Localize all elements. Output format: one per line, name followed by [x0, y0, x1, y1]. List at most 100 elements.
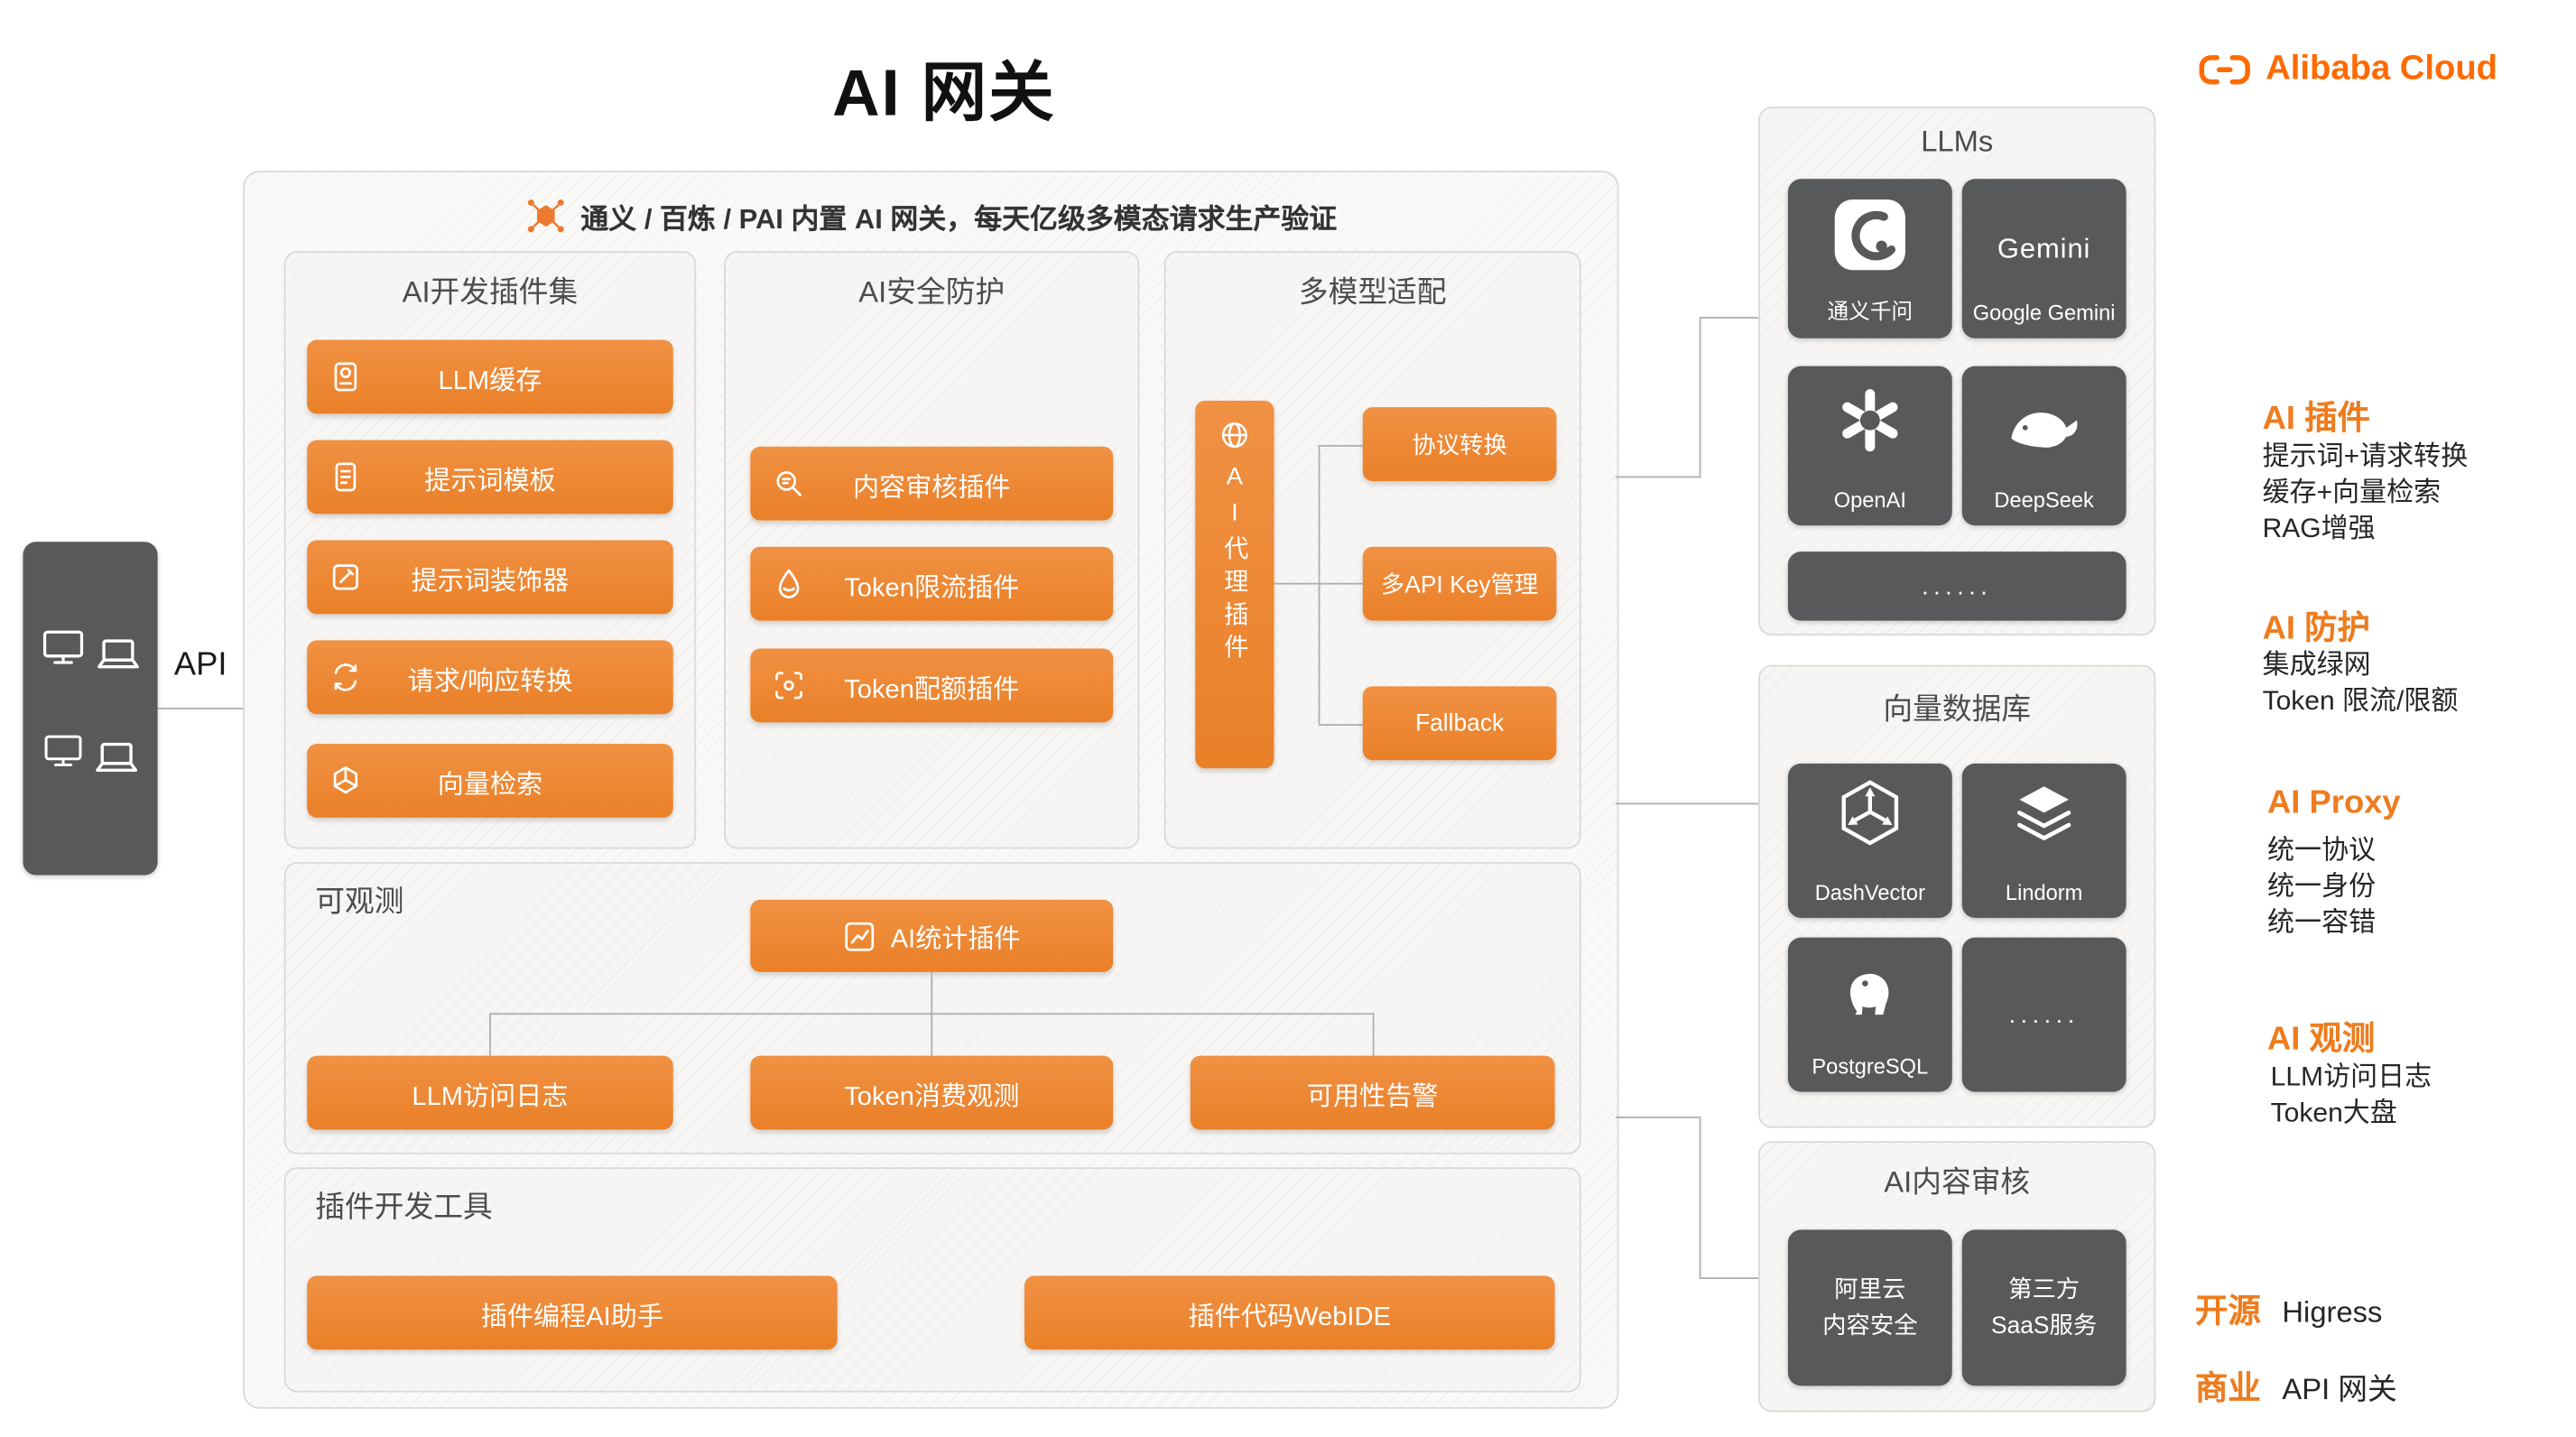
llms-title: LLMs — [1921, 125, 1994, 158]
legend-lines-plugins: 提示词+请求转换 缓存+向量检索 RAG增强 — [2263, 439, 2469, 547]
panel-security-title: AI安全防护 — [858, 275, 1005, 309]
lindorm-icon — [2017, 786, 2071, 840]
footer-label: 开源 — [2195, 1293, 2261, 1330]
gateway-header-text: 通义 / 百炼 / PAI 内置 AI 网关，每天亿级多模态请求生产验证 — [580, 203, 1338, 236]
tile-line: 第三方 — [2008, 1276, 2080, 1303]
llm-tile-gemini: Gemini Google Gemini — [1961, 179, 2127, 338]
btn-label: 内容审核插件 — [852, 473, 1011, 502]
legend-footer-commercial: 商业 API 网关 — [2195, 1361, 2397, 1409]
tile-line: 阿里云 — [1834, 1276, 1906, 1303]
db-tile-dashvector: DashVector — [1787, 763, 1952, 918]
btn-token-consumption: Token消费观测 — [750, 1055, 1114, 1130]
btn-label: Fallback — [1414, 709, 1505, 737]
legend-line: RAG增强 — [2262, 514, 2376, 544]
page-title: AI 网关 — [832, 57, 1056, 130]
proxy-label: AI代理插件 — [1220, 462, 1249, 667]
btn-fallback: Fallback — [1362, 686, 1557, 761]
btn-label: LLM缓存 — [438, 366, 542, 395]
llm-tile-tongyi: 通义千问 — [1787, 179, 1952, 338]
legend-title-plugins: AI 插件 — [2262, 400, 2370, 437]
connector — [1318, 444, 1363, 447]
gateway-header: 通义 / 百炼 / PAI 内置 AI 网关，每天亿级多模态请求生产验证 — [245, 195, 1617, 236]
btn-plugin-ai-assistant: 插件编程AI助手 — [307, 1275, 838, 1350]
btn-label: 提示词模板 — [424, 467, 556, 496]
btn-protocol-convert: 协议转换 — [1362, 407, 1557, 481]
connector-main-review — [1615, 1116, 1701, 1118]
vectordb-title: 向量数据库 — [1883, 692, 2032, 726]
content-review-title: AI内容审核 — [1884, 1165, 2031, 1199]
laptop-icon — [96, 637, 142, 672]
connector-main-llms — [1700, 317, 1759, 319]
btn-vector-search: 向量检索 — [307, 744, 673, 818]
btn-label: 多API Key管理 — [1380, 572, 1539, 599]
panel-dev-plugins: AI开发插件集 LLM缓存 提示词模板 提示词装饰器 — [283, 251, 697, 849]
btn-llm-access-log: LLM访问日志 — [307, 1055, 673, 1130]
btn-prompt-template: 提示词模板 — [307, 440, 673, 515]
connector — [1318, 724, 1363, 726]
droplet-icon — [778, 569, 800, 598]
tongyi-qianwen-icon — [1834, 199, 1905, 271]
footer-value: Higress — [2282, 1295, 2383, 1329]
btn-content-review: 内容审核插件 — [750, 446, 1114, 521]
connector — [931, 971, 933, 1014]
btn-label: 插件编程AI助手 — [480, 1303, 663, 1331]
tile-label: DashVector — [1814, 879, 1925, 905]
footer-label: 商业 — [2195, 1370, 2261, 1407]
legend-line: LLM访问日志 — [2270, 1062, 2432, 1092]
quota-scan-icon — [775, 672, 803, 700]
cache-icon — [334, 362, 357, 392]
connector — [931, 1013, 933, 1056]
review-tile-thirdparty: 第三方 SaaS服务 — [1961, 1229, 2127, 1386]
review-tile-aliyun: 阿里云 内容安全 — [1787, 1229, 1952, 1386]
openai-icon — [1842, 389, 1898, 452]
tile-label: PostgreSQL — [1812, 1053, 1929, 1080]
postgresql-icon — [1850, 973, 1889, 1015]
btn-plugin-webide: 插件代码WebIDE — [1024, 1275, 1555, 1350]
api-label: API — [173, 646, 227, 683]
tile-label: OpenAI — [1833, 487, 1906, 513]
legend-title-protection: AI 防护 — [2262, 610, 2370, 647]
legend-line: 统一身份 — [2267, 871, 2377, 902]
btn-label: Token配额插件 — [844, 675, 1020, 704]
btn-label: 提示词装饰器 — [411, 567, 570, 596]
legend-title-observe: AI 观测 — [2267, 1021, 2376, 1058]
connector-main-llms — [1615, 476, 1701, 478]
btn-llm-cache: LLM缓存 — [307, 339, 673, 414]
brand-logo: Alibaba Cloud — [2197, 50, 2497, 89]
connector — [1318, 582, 1363, 585]
globe-icon — [1221, 422, 1247, 449]
tile-line: SaaS服务 — [1990, 1312, 2098, 1340]
deepseek-whale-icon — [2011, 413, 2078, 448]
llms-box: LLMs 通义千问 Gemini Google Gemini — [1758, 107, 2156, 635]
panel-devtools-title: 插件开发工具 — [315, 1190, 493, 1224]
tile-label: Lindorm — [2005, 879, 2083, 905]
legend-line: Token大盘 — [2270, 1098, 2397, 1128]
legend-lines-proxy: 统一协议 统一身份 统一容错 — [2267, 832, 2376, 941]
legend-line: 提示词+请求转换 — [2262, 441, 2469, 472]
llm-tile-openai: OpenAI — [1787, 366, 1952, 526]
connector-main-review — [1700, 1277, 1759, 1280]
brand-name: Alibaba Cloud — [2266, 49, 2498, 88]
template-icon — [335, 462, 357, 492]
panel-devtools: 插件开发工具 插件编程AI助手 插件代码WebIDE — [283, 1167, 1581, 1393]
db-tile-postgresql: PostgreSQL — [1787, 937, 1952, 1092]
legend-footer-opensource: 开源 Higress — [2195, 1284, 2382, 1331]
btn-request-transform: 请求/响应转换 — [307, 640, 673, 715]
connector — [489, 1013, 1373, 1015]
tile-line: 内容安全 — [1822, 1312, 1918, 1340]
connector-clients-main — [157, 707, 244, 709]
tile-label: DeepSeek — [1994, 487, 2094, 513]
btn-label: 向量检索 — [437, 771, 543, 799]
gemini-wordmark: Gemini — [1997, 233, 2091, 264]
db-tile-more: ...... — [1961, 937, 2127, 1092]
vector-cube-icon — [333, 766, 358, 794]
footer-value: API 网关 — [2282, 1372, 2397, 1406]
network-cube-icon — [527, 199, 564, 233]
legend-title-proxy: AI Proxy — [2267, 784, 2401, 821]
alibaba-cloud-icon — [2199, 54, 2250, 84]
legend-line: 统一容错 — [2267, 907, 2377, 938]
btn-label: 插件代码WebIDE — [1188, 1303, 1391, 1331]
review-search-icon — [776, 471, 802, 496]
connector-main-review — [1699, 1116, 1701, 1280]
btn-label: Token限流插件 — [844, 573, 1020, 602]
